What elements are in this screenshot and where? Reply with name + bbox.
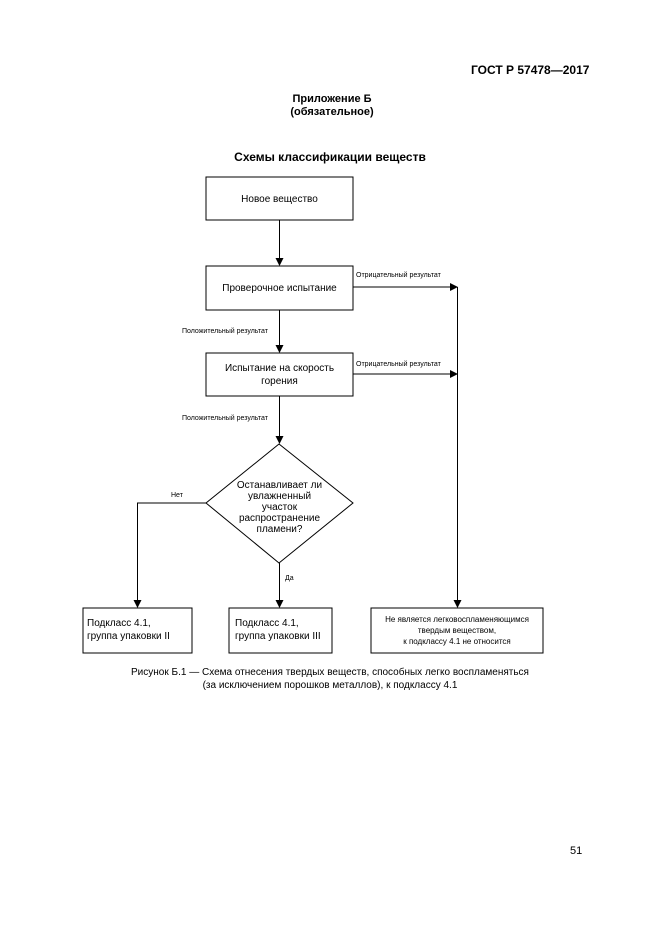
edge-label-negative-1: Отрицательный результат [356, 271, 442, 279]
document-header: ГОСТ Р 57478—2017 [471, 63, 590, 77]
arrow-decision-no [133, 502, 206, 608]
result-ii-label-1: Подкласс 4.1, [87, 618, 151, 629]
decision-label-1: Останавливает ли [237, 480, 322, 491]
result-iii-label-2: группа упаковки III [235, 631, 321, 642]
node-decision: Останавливает ли увлажненный участок рас… [205, 443, 354, 564]
node-result-group-iii: Подкласс 4.1, группа упаковки III [228, 607, 333, 654]
decision-label-3: участок [262, 502, 298, 513]
edge-label-positive-2: Положительный результат [182, 414, 269, 422]
edge-label-yes: Да [285, 575, 294, 582]
node-not-flammable: Не является легковоспламеняющимся тверды… [370, 607, 544, 654]
node-burn-rate-test: Испытание на скорость горения [205, 352, 354, 397]
page-number: 51 [570, 845, 583, 857]
edge-label-no: Нет [171, 492, 184, 499]
figure-caption-line-1: Рисунок Б.1 — Схема отнесения твердых ве… [131, 667, 529, 678]
node-result-group-ii: Подкласс 4.1, группа упаковки II [82, 607, 193, 654]
decision-label-2: увлажненный [248, 491, 311, 502]
figure-caption: Рисунок Б.1 — Схема отнесения твердых ве… [100, 666, 560, 692]
node-burn-rate-label-1: Испытание на скорость [225, 363, 334, 374]
appendix-heading: Приложение Б (обязательное) [255, 93, 409, 119]
appendix-title: Приложение Б [292, 93, 372, 105]
appendix-subtitle: (обязательное) [290, 106, 374, 118]
not-flammable-label-2: твердым веществом, [418, 626, 496, 635]
node-screening-test-label: Проверочное испытание [222, 283, 337, 294]
scheme-title: Схемы классификации веществ [234, 150, 426, 164]
decision-label-4: распространение [239, 513, 321, 524]
result-iii-label-1: Подкласс 4.1, [235, 618, 299, 629]
edge-label-negative-2: Отрицательный результат [356, 360, 442, 368]
node-burn-rate-label-2: горения [261, 376, 298, 387]
node-new-substance-label: Новое вещество [241, 194, 318, 205]
not-flammable-label-1: Не является легковоспламеняющимся [385, 615, 529, 624]
result-ii-label-2: группа упаковки II [87, 631, 170, 642]
node-new-substance: Новое вещество [205, 176, 354, 221]
node-screening-test: Проверочное испытание [205, 265, 354, 311]
not-flammable-label-3: к подклассу 4.1 не относится [403, 637, 511, 646]
figure-caption-line-2: (за исключением порошков металлов), к по… [202, 680, 458, 691]
edge-label-positive-1: Положительный результат [182, 327, 269, 335]
decision-label-5: пламени? [257, 524, 303, 535]
connectors [133, 220, 462, 608]
